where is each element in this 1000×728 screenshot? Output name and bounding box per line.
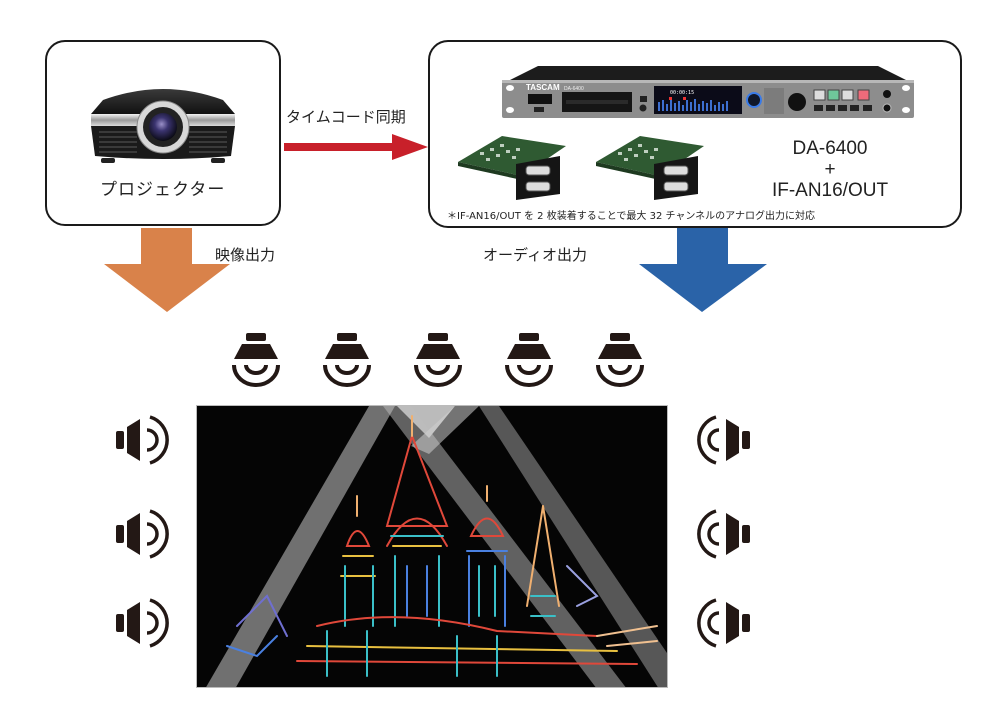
cathedral-projection-image: [206, 406, 667, 687]
if-an16-card-image-2: [596, 136, 704, 200]
projector-box: [45, 40, 281, 226]
da6400-recorder-image: TASCAM DA-6400 00:00:15: [502, 66, 914, 118]
unit-name-text: DA-6400: [564, 86, 584, 92]
ceiling-speaker-icon: [232, 333, 280, 387]
model-plus: +: [824, 159, 836, 180]
projector-label: プロジェクター: [100, 180, 226, 200]
audio-output-label: オーディオ出力: [483, 246, 587, 264]
if-an16-card-image-1: [458, 136, 566, 200]
projection-screen: [196, 405, 668, 688]
recorder-box: TASCAM DA-6400 00:00:15: [428, 40, 962, 228]
left-speaker-icon: [116, 415, 169, 465]
timecode-sync-label: タイムコード同期: [286, 108, 406, 126]
video-output-label: 映像出力: [215, 246, 276, 264]
ceiling-speaker-icon: [596, 333, 644, 387]
right-speaker-icon: [697, 415, 750, 465]
brand-text: TASCAM: [526, 83, 560, 92]
light-beam: [411, 406, 479, 454]
ceiling-speaker-icon: [323, 333, 371, 387]
model-line2: IF-AN16/OUT: [771, 180, 889, 201]
ceiling-speaker-icon: [414, 333, 462, 387]
video-output-arrow: [104, 228, 230, 312]
footnote: ＊IF-AN16/OUT を 2 枚装着することで最大 32 チャンネルのアナロ…: [447, 211, 815, 222]
timecode-arrow: [284, 134, 428, 160]
left-speaker-icon: [116, 598, 169, 648]
audio-output-arrow: [639, 228, 767, 312]
left-speaker-icon: [116, 509, 169, 559]
ceiling-speaker-icon: [505, 333, 553, 387]
cathedral-outline: [226, 415, 658, 677]
model-label: DA-6400 + IF-AN16/OUT: [770, 138, 890, 201]
projector-icon: [91, 89, 235, 163]
light-beam: [479, 406, 667, 687]
right-speaker-icon: [697, 598, 750, 648]
light-beam: [383, 406, 626, 687]
light-beam: [206, 406, 395, 687]
model-line1: DA-6400: [792, 138, 868, 159]
right-speaker-icon: [697, 509, 750, 559]
display-time: 00:00:15: [670, 90, 694, 96]
